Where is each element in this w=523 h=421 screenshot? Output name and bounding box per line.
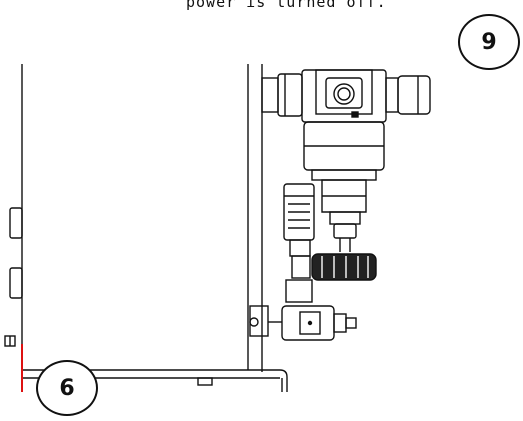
cabinet-body <box>21 64 288 392</box>
lower-valve <box>249 279 357 341</box>
cabinet-fittings <box>4 207 23 347</box>
callout-6-label: 6 <box>59 375 75 401</box>
callout-9-label: 9 <box>481 29 497 55</box>
callout-6: 6 <box>36 360 98 416</box>
caption-text: power is turned off. <box>186 0 387 11</box>
regulator-assembly <box>261 69 431 252</box>
adjustment-knob <box>311 253 377 281</box>
callout-9: 9 <box>458 14 520 70</box>
gauge-stack <box>283 183 315 279</box>
